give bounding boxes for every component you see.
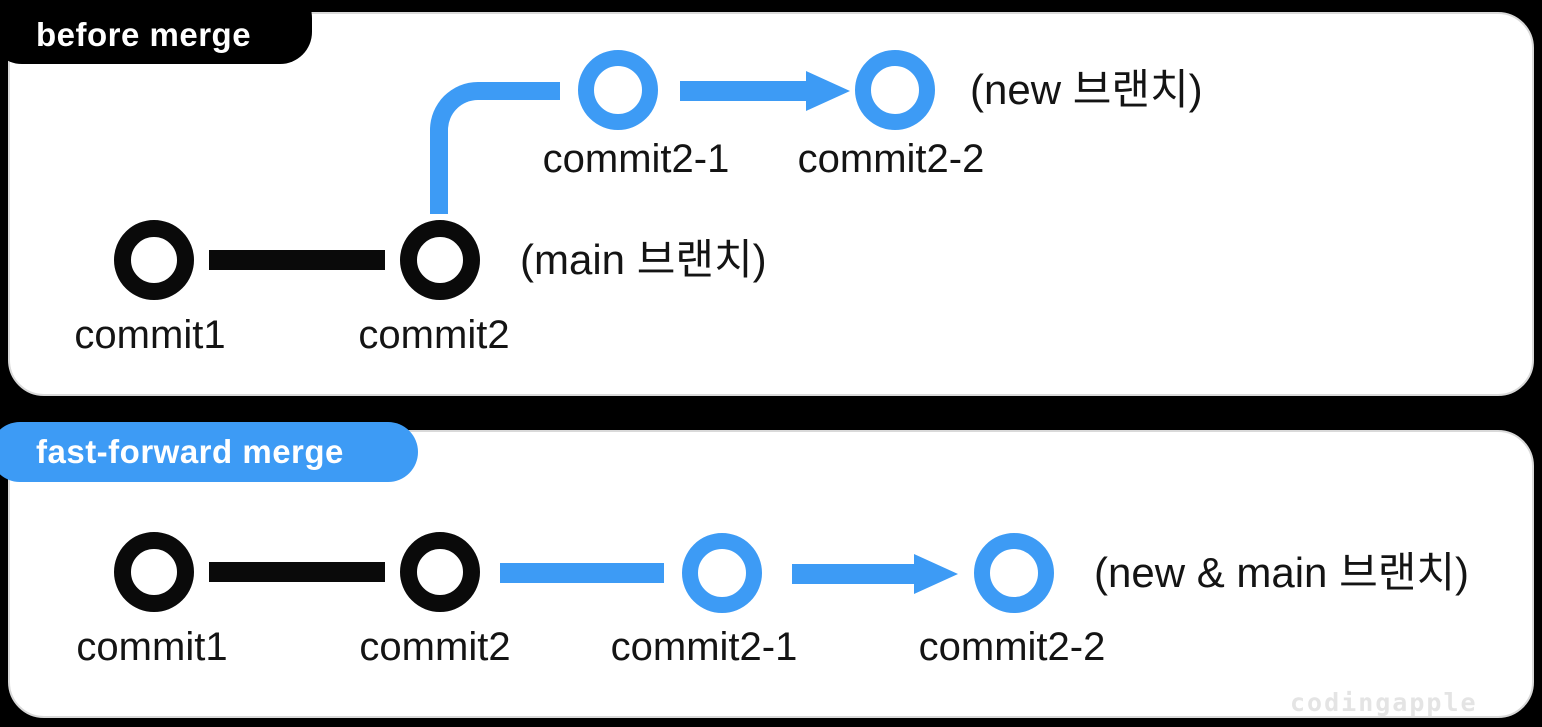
commit-node-2: [400, 220, 480, 300]
commit-label-2: commit2: [359, 625, 511, 669]
commit-label-2-1: commit2-1: [542, 137, 730, 181]
commit-node-2-1: [682, 533, 762, 613]
panel-before-merge: (new 브랜치) commit2-1 commit2-2 (main 브랜치)…: [8, 12, 1534, 396]
commit-label-1: commit1: [76, 625, 228, 669]
panel-fast-forward-merge: (new & main 브랜치) commit1 commit2 commit2…: [8, 430, 1534, 718]
before-merge-badge: before merge: [0, 0, 312, 64]
edge-commit2-commit2-1: [500, 563, 664, 583]
commit-node-2-1: [578, 50, 658, 130]
commit-node-2-2: [974, 533, 1054, 613]
fast-forward-merge-badge-label: fast-forward merge: [36, 433, 344, 470]
commit-node-1: [114, 532, 194, 612]
commit-label-2-2: commit2-2: [797, 137, 985, 181]
new-branch-label: (new 브랜치): [970, 66, 1203, 113]
commit-label-2-2: commit2-2: [918, 625, 1106, 669]
commit-node-2: [400, 532, 480, 612]
before-merge-badge-label: before merge: [36, 16, 252, 53]
watermark: codingapple: [1290, 688, 1478, 717]
arrow-shaft: [792, 564, 914, 584]
fast-forward-merge-badge: fast-forward merge: [0, 422, 418, 482]
arrow-head-icon: [914, 554, 958, 594]
main-branch-label: (main 브랜치): [520, 236, 767, 283]
commit-node-1: [114, 220, 194, 300]
edge-commit1-commit2: [209, 250, 385, 270]
commit-label-2: commit2: [358, 313, 510, 357]
arrow-head-icon: [806, 71, 850, 111]
arrow-shaft: [680, 81, 806, 101]
commit-label-2-1: commit2-1: [610, 625, 798, 669]
edge-commit1-commit2: [209, 562, 385, 582]
branch-off-connector: [430, 82, 560, 214]
commit-label-1: commit1: [74, 313, 226, 357]
merged-branch-label: (new & main 브랜치): [1094, 549, 1469, 596]
commit-node-2-2: [855, 50, 935, 130]
